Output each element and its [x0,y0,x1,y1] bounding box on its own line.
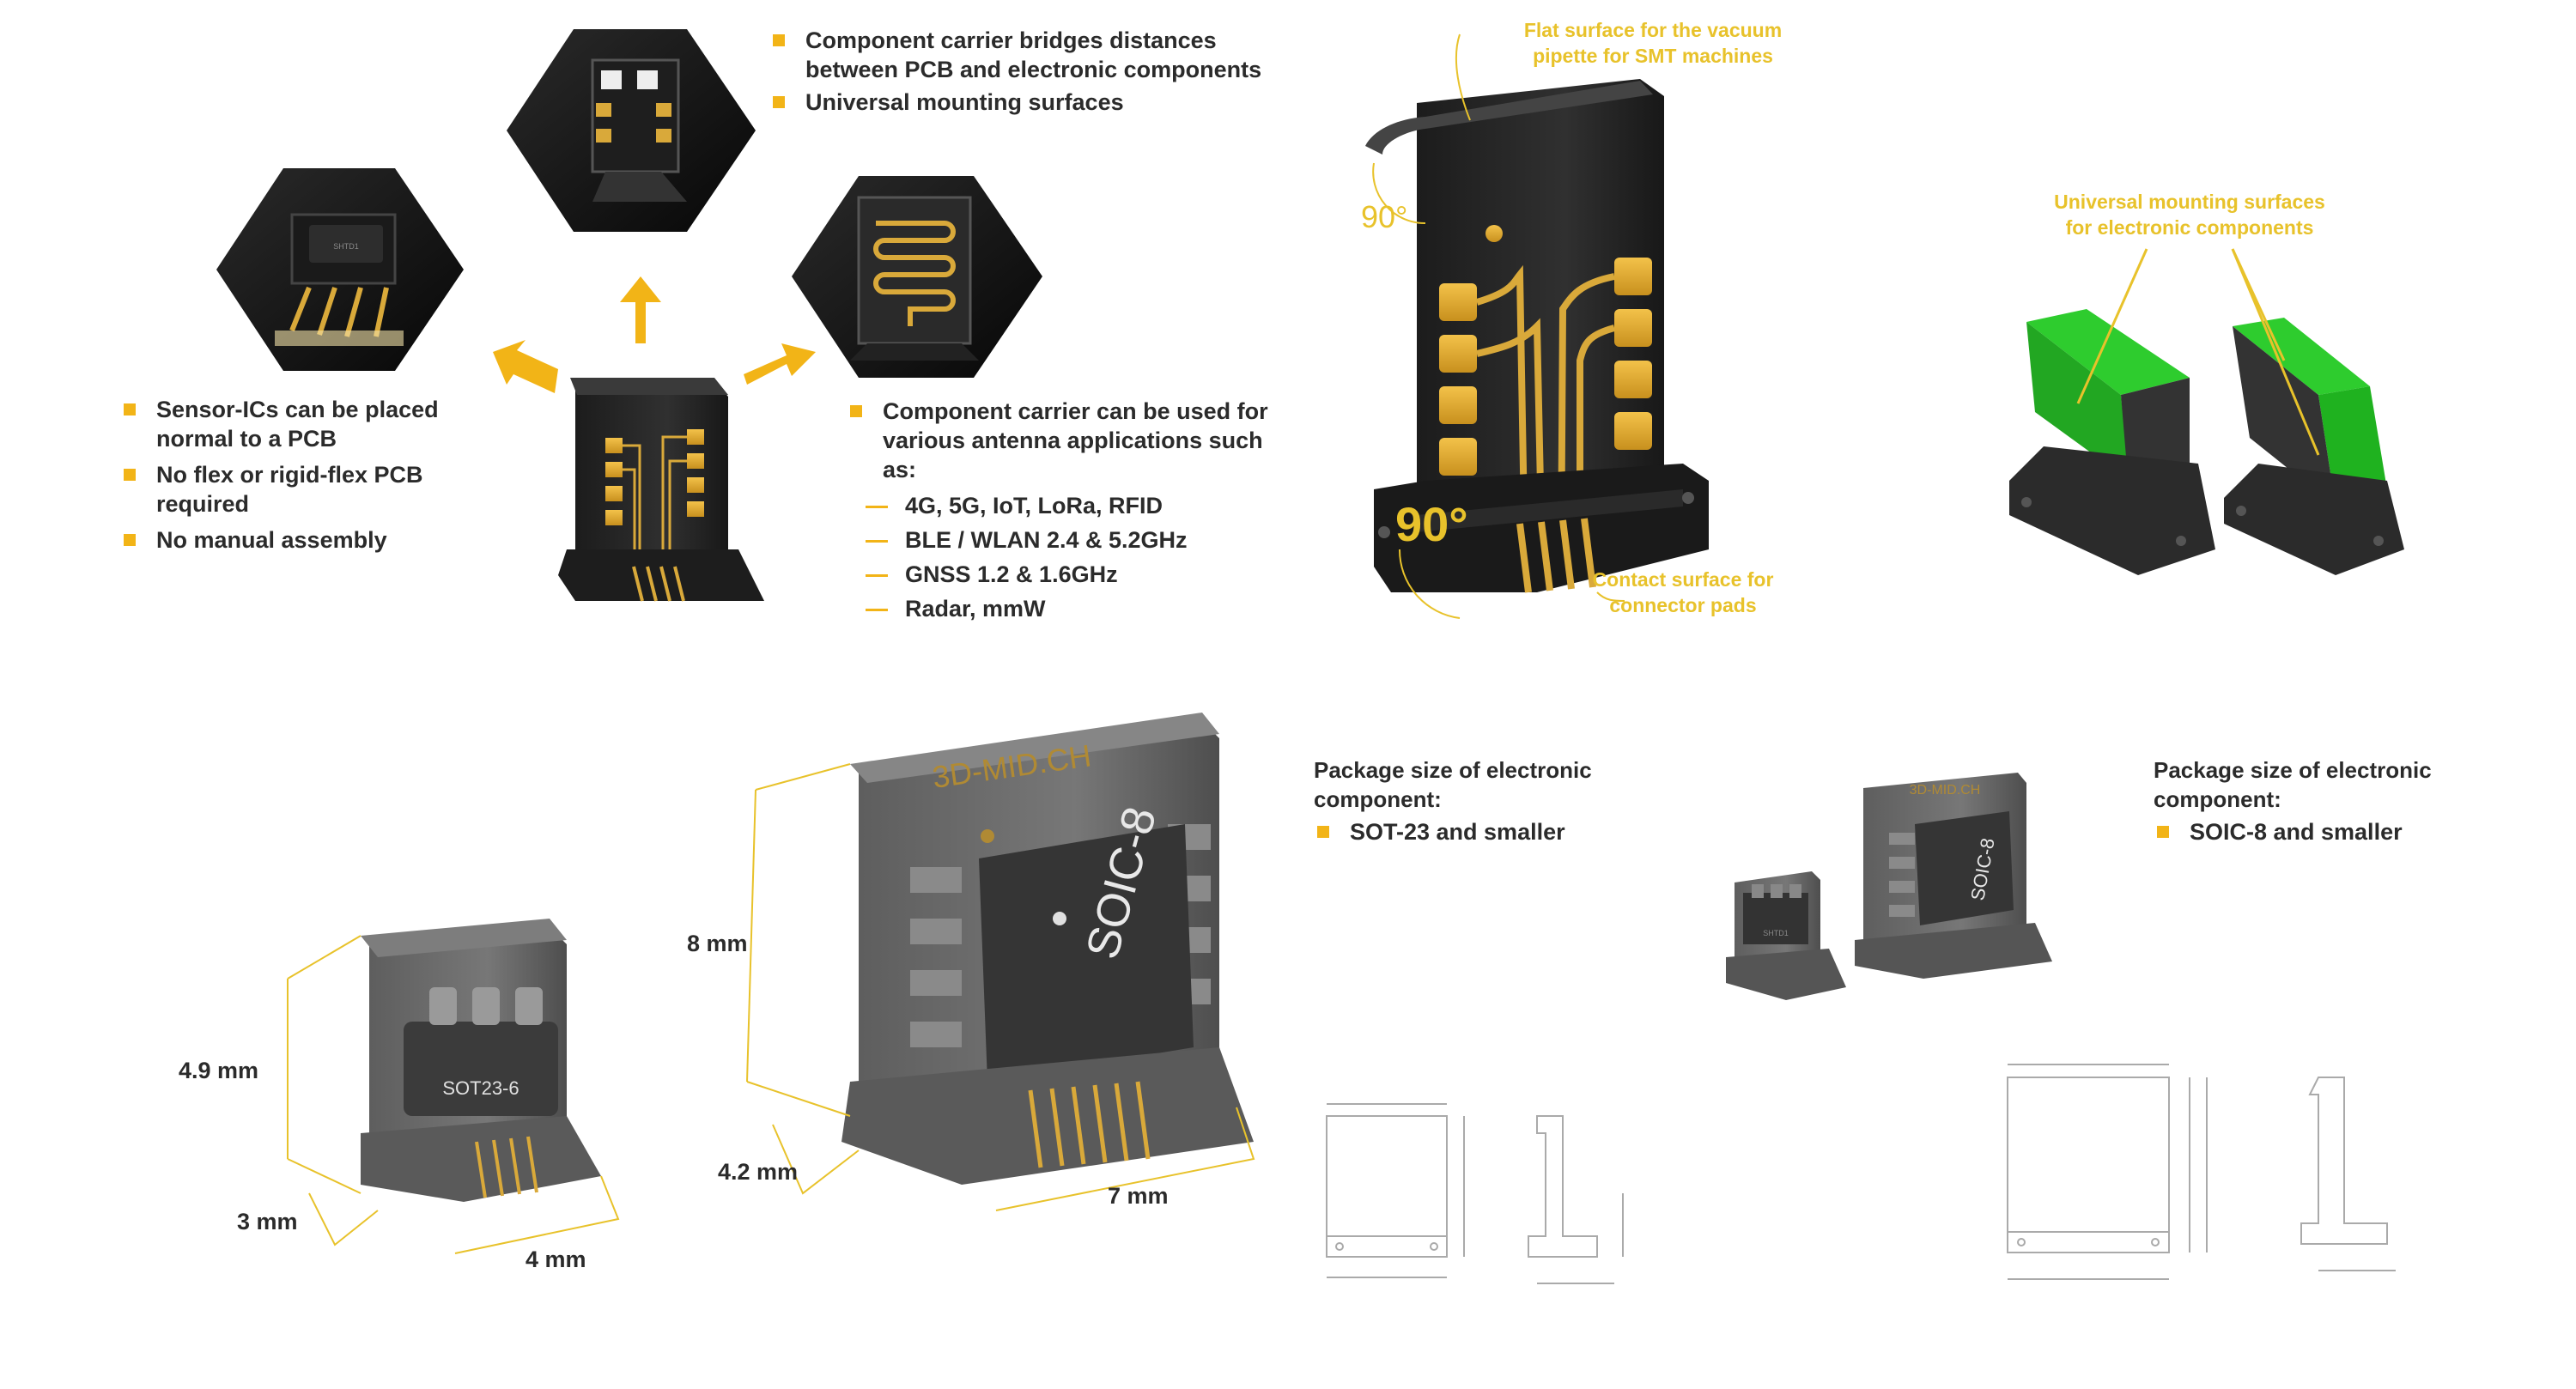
hexagon-antenna [792,176,1042,378]
green-callout-lines [2076,248,2320,456]
pair-small-chip-label: SHTD1 [1763,929,1789,937]
antenna-applications-list: Component carrier can be used for variou… [847,397,1293,623]
arrow-up [620,276,661,343]
carrier-pair-illustration: SHTD1 3D-MID.CH SOIC-8 [1726,773,2052,1000]
carrier-sot23-illustration: SOT23-6 [361,919,601,1202]
arrow-right [744,343,816,385]
dim-big-width: 7 mm [1108,1183,1169,1209]
hex-chip-label: SHTD1 [333,242,359,251]
callout-vacuum-surface: Flat surface for the vacuum pipette for … [1523,19,1783,67]
carrier-large-detail [1365,33,1709,619]
package-b-item: SOIC-8 and smaller [2154,817,2514,846]
carrier-green-right [2224,318,2404,575]
dim-small-height: 4.9 mm [179,1058,259,1083]
hexagon-sensor-ic: SHTD1 [216,168,464,371]
carrier-benefits-list: Component carrier bridges distances betw… [769,26,1276,117]
antenna-item-gnss: GNSS 1.2 & 1.6GHz [847,560,1293,589]
benefit-sensor-normal: Sensor-ICs can be placed normal to a PCB [120,395,464,453]
antenna-item-4g: 4G, 5G, IoT, LoRa, RFID [847,491,1293,520]
package-b-title: Package size of electronic component: [2154,757,2432,812]
antenna-intro: Component carrier can be used for variou… [847,397,1293,484]
carrier-green-left [2009,309,2215,575]
benefit-no-flex: No flex or rigid-flex PCB required [120,460,464,519]
dim-big-height: 8 mm [687,931,748,956]
package-a-list: SOT-23 and smaller [1314,817,1674,846]
sot23-dimension-lines [287,935,620,1254]
antenna-item-radar: Radar, mmW [847,594,1293,623]
carrier-small-center [558,378,764,602]
tech-drawing-soic8 [2007,1064,2396,1280]
antenna-item-ble: BLE / WLAN 2.4 & 5.2GHz [847,525,1293,555]
package-a-block: Package size of electronic component: SO… [1314,755,1674,846]
arrow-left [493,340,558,393]
benefit-bridges-distances: Component carrier bridges distances betw… [769,26,1276,84]
package-a-title: Package size of electronic component: [1314,757,1592,812]
dim-small-width: 4 mm [526,1246,586,1272]
sot23-chip-label: SOT23-6 [442,1077,519,1099]
callout-mounting-surfaces: Universal mounting surfaces for electron… [2054,191,2325,239]
angle-bottom-label: 90° [1395,497,1468,551]
dim-small-depth: 3 mm [237,1209,298,1234]
package-b-list: SOIC-8 and smaller [2154,817,2514,846]
package-b-block: Package size of electronic component: SO… [2154,755,2514,846]
sensor-benefits-list: Sensor-ICs can be placed normal to a PCB… [120,395,464,555]
tech-drawing-sot23 [1326,1103,1624,1284]
benefit-no-manual: No manual assembly [120,525,464,555]
callout-contact-surface: Contact surface for connector pads [1592,568,1774,616]
soic8-dimension-lines [746,763,1255,1211]
hexagon-carrier-top [507,29,756,232]
pair-brand-label: 3D-MID.CH [1910,783,1981,798]
benefit-universal-surfaces: Universal mounting surfaces [769,88,1276,117]
package-a-item: SOT-23 and smaller [1314,817,1674,846]
angle-top-label: 90° [1361,199,1408,234]
dim-big-depth: 4.2 mm [718,1159,799,1185]
carrier-soic8-illustration: 3D-MID.CH SOIC-8 [841,713,1254,1185]
